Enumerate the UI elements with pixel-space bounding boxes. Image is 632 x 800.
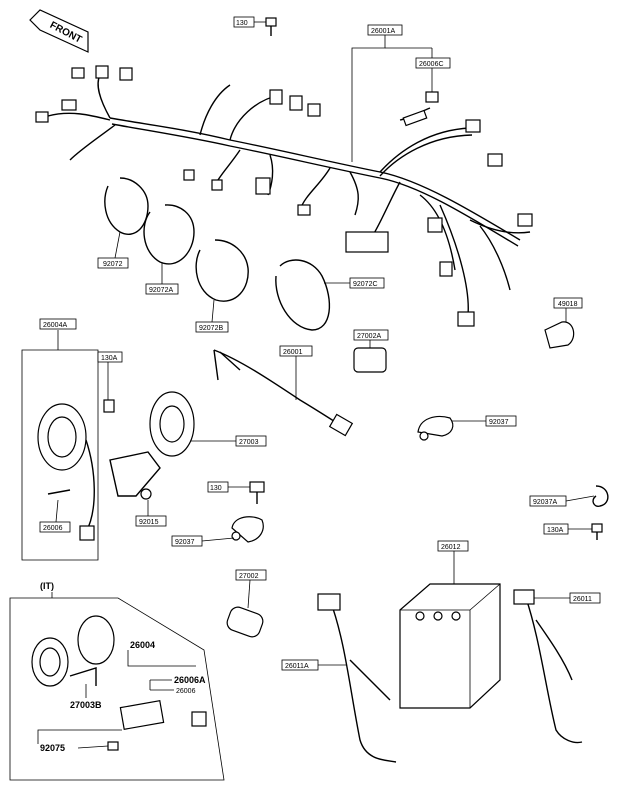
bolt-130-mid — [249, 481, 265, 504]
battery-26012 — [399, 583, 501, 709]
label-92072a: 92072A — [149, 287, 173, 294]
horn-assembly-left — [21, 330, 195, 561]
label-26001a: 26001A — [371, 28, 395, 35]
battery-cable-26011 — [513, 589, 583, 744]
label-27002: 27002 — [239, 573, 259, 580]
label-92072c: 92072C — [353, 281, 378, 288]
battery-cable-26011a — [317, 593, 397, 763]
label-92072b: 92072B — [199, 325, 223, 332]
label-26006c: 26006C — [419, 61, 444, 68]
label-boxes: 130 26001A 26006C 92072 92072A 92072B 92… — [39, 16, 601, 671]
label-92015: 92015 — [139, 519, 159, 526]
bulb-49018 — [544, 321, 575, 349]
bolt-130a-right — [591, 523, 603, 540]
inset-frame — [9, 597, 225, 781]
label-27003: 27003 — [239, 439, 259, 446]
label-92037-mid: 92037 — [175, 539, 195, 546]
label-130-mid: 130 — [210, 485, 222, 492]
label-49018: 49018 — [558, 301, 578, 308]
label-26011a: 26011A — [285, 663, 309, 670]
label-130a-right: 130A — [547, 527, 564, 534]
label-26012: 26012 — [441, 544, 461, 551]
label-26011: 26011 — [573, 596, 592, 603]
inset-label-27003b: 27003B — [70, 700, 102, 710]
clamp-92037-mid — [231, 516, 264, 543]
relay-27002 — [226, 606, 264, 638]
sub-harness-26001 — [213, 349, 354, 437]
front-arrow: FRONT — [29, 9, 89, 53]
inset-label-26004: 26004 — [130, 640, 155, 650]
inset-labels: (IT) 26004 26006A 26006 27003B 92075 — [37, 581, 206, 753]
inset-title: (IT) — [40, 581, 54, 591]
inset-label-26006: 26006 — [176, 688, 196, 695]
label-26001: 26001 — [283, 349, 303, 356]
label-27002a: 27002A — [357, 333, 381, 340]
inset-label-92075: 92075 — [40, 743, 65, 753]
label-92072: 92072 — [103, 261, 123, 268]
clamp-92037a — [592, 485, 609, 508]
main-wiring-harness — [35, 65, 533, 327]
label-92037-right: 92037 — [489, 419, 509, 426]
label-26004a: 26004A — [43, 322, 67, 329]
label-26006: 26006 — [43, 525, 63, 532]
bolt-130-top — [265, 17, 277, 36]
inset-label-26006a: 26006A — [174, 675, 206, 685]
clamp-92037-right — [417, 415, 454, 441]
label-130-top: 130 — [236, 20, 248, 27]
clamp-bands — [104, 177, 331, 331]
label-130a-left: 130A — [101, 355, 118, 362]
label-92037a: 92037A — [533, 499, 557, 506]
relay-27002a — [353, 347, 387, 373]
